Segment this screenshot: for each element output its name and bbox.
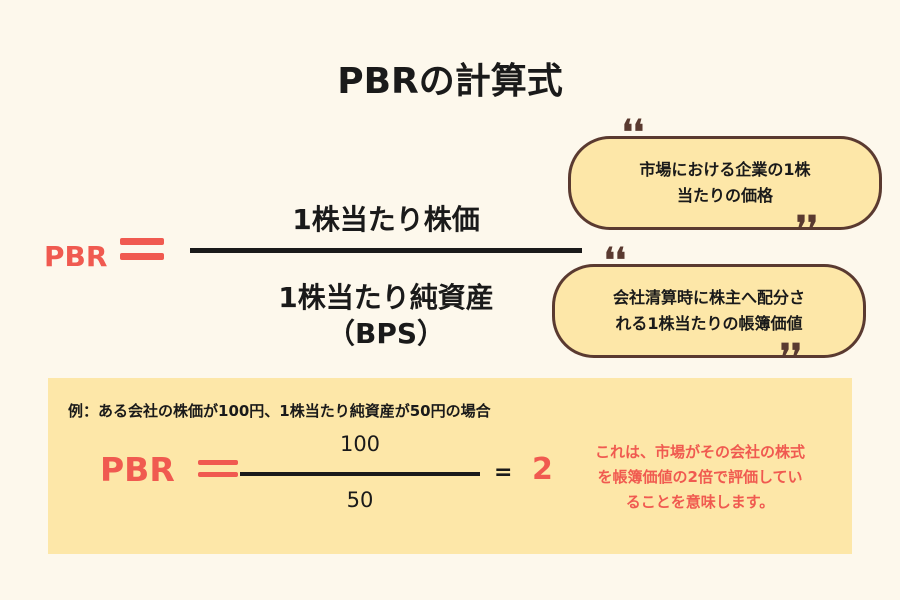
formula-denominator-abbr: （BPS） — [326, 317, 446, 350]
formula-denominator: 1株当たり純資産 — [278, 281, 494, 314]
example-result: 2 — [532, 452, 553, 487]
example-box — [48, 378, 852, 554]
bubble-line: 会社清算時に株主へ配分さ — [612, 288, 805, 307]
example-lhs: PBR — [100, 450, 175, 489]
explanation-line: ることを意味します。 — [625, 493, 775, 511]
example-numerator: 100 — [339, 432, 381, 456]
example-equals-sign — [198, 460, 238, 484]
page-title: PBRの計算式 — [337, 61, 563, 102]
bubble-line: 市場における企業の1株 — [639, 160, 811, 179]
formula-numerator: 1株当たり株価 — [292, 203, 480, 236]
example-explanation: これは、市場がその会社の株式 を帳簿価値の2倍で評価してい ることを意味します。 — [560, 440, 840, 515]
example-equals: = — [494, 460, 513, 485]
explanation-line: これは、市場がその会社の株式 — [594, 443, 805, 461]
fraction-line — [190, 248, 582, 253]
speech-bubble-price: 市場における企業の1株 当たりの価格 — [568, 136, 882, 230]
quote-close-icon: ❜❜ — [780, 337, 802, 377]
bubble-line: 当たりの価格 — [676, 186, 773, 205]
explanation-line: を帳簿価値の2倍で評価してい — [597, 468, 803, 486]
equals-sign — [120, 238, 164, 268]
example-text: 例：ある会社の株価が100円、1株当たり純資産が50円の場合 — [68, 402, 491, 420]
quote-close-icon: ❜❜ — [796, 209, 818, 249]
formula-lhs: PBR — [44, 240, 108, 273]
example-denominator: 50 — [346, 488, 374, 512]
speech-bubble-bps: 会社清算時に株主へ配分さ れる1株当たりの帳簿価値 — [552, 264, 866, 358]
example-fraction-line — [240, 472, 480, 476]
bubble-line: れる1株当たりの帳簿価値 — [615, 314, 803, 333]
